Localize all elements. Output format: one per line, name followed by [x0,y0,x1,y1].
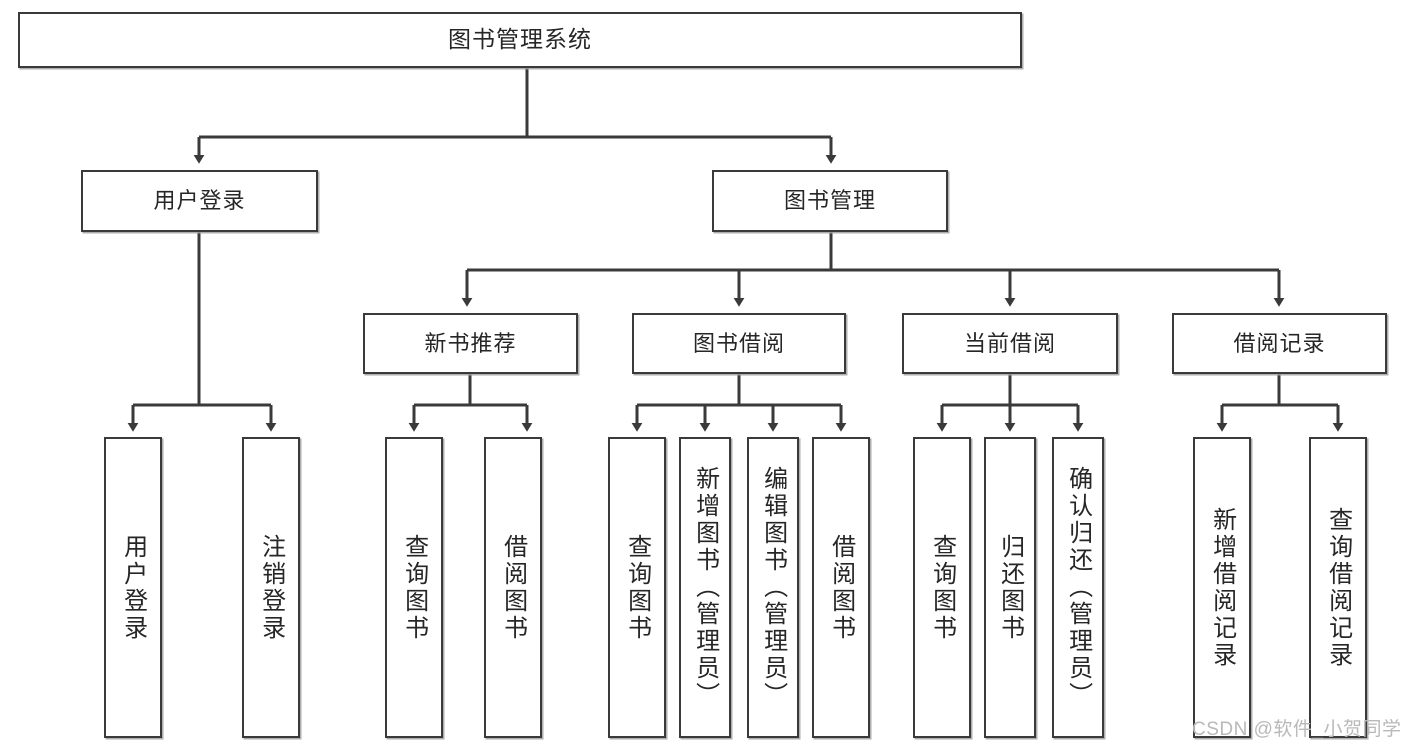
node-current-borrow[interactable]: 当前借阅 [902,313,1118,374]
leaf-logout-login[interactable]: 注销登录 [242,437,300,738]
leaf-add-borrow-record[interactable]: 新增借阅记录 [1193,437,1251,738]
node-label: 新增图书（管理员） [691,466,719,709]
node-book-borrow[interactable]: 图书借阅 [632,313,846,374]
node-label: 用户登录 [119,533,147,642]
node-label: 借阅记录 [1233,330,1326,356]
node-label: 确认归还（管理员） [1064,466,1092,709]
node-label: 查询图书 [623,533,651,642]
node-label: 借阅图书 [827,533,855,642]
node-label: 编辑图书（管理员） [759,466,787,709]
node-label: 注销登录 [257,533,285,642]
node-label: 查询图书 [928,533,956,642]
node-label: 查询图书 [400,533,428,642]
node-new-book-recommend[interactable]: 新书推荐 [363,313,578,374]
leaf-borrow-books[interactable]: 借阅图书 [812,437,870,738]
node-user-login[interactable]: 用户登录 [81,170,318,232]
node-label: 新书推荐 [424,330,517,356]
leaf-return-books[interactable]: 归还图书 [984,437,1036,738]
leaf-query-books-recommend[interactable]: 查询图书 [385,437,443,738]
leaf-query-books-current[interactable]: 查询图书 [913,437,971,738]
leaf-borrow-books-recommend[interactable]: 借阅图书 [484,437,542,738]
leaf-query-books-borrow[interactable]: 查询图书 [608,437,666,738]
node-label: 当前借阅 [963,330,1056,356]
node-label: 查询借阅记录 [1324,506,1352,669]
node-label: 新增借阅记录 [1208,506,1236,669]
node-label: 用户登录 [153,188,246,214]
node-label: 图书借阅 [692,330,785,356]
csdn-watermark: CSDN @软件_小贺同学 [1192,719,1402,740]
leaf-query-borrow-record[interactable]: 查询借阅记录 [1309,437,1367,738]
leaf-add-book-admin[interactable]: 新增图书（管理员） [679,437,731,738]
node-label: 图书管理系统 [448,26,592,53]
node-label: 归还图书 [996,533,1024,642]
node-borrow-records[interactable]: 借阅记录 [1172,313,1387,374]
node-label: 图书管理 [783,188,876,214]
node-book-management[interactable]: 图书管理 [712,170,948,232]
leaf-edit-book-admin[interactable]: 编辑图书（管理员） [747,437,799,738]
leaf-confirm-return-admin[interactable]: 确认归还（管理员） [1052,437,1104,738]
node-label: 借阅图书 [499,533,527,642]
node-root-book-management-system[interactable]: 图书管理系统 [18,12,1022,68]
leaf-user-login[interactable]: 用户登录 [104,437,162,738]
